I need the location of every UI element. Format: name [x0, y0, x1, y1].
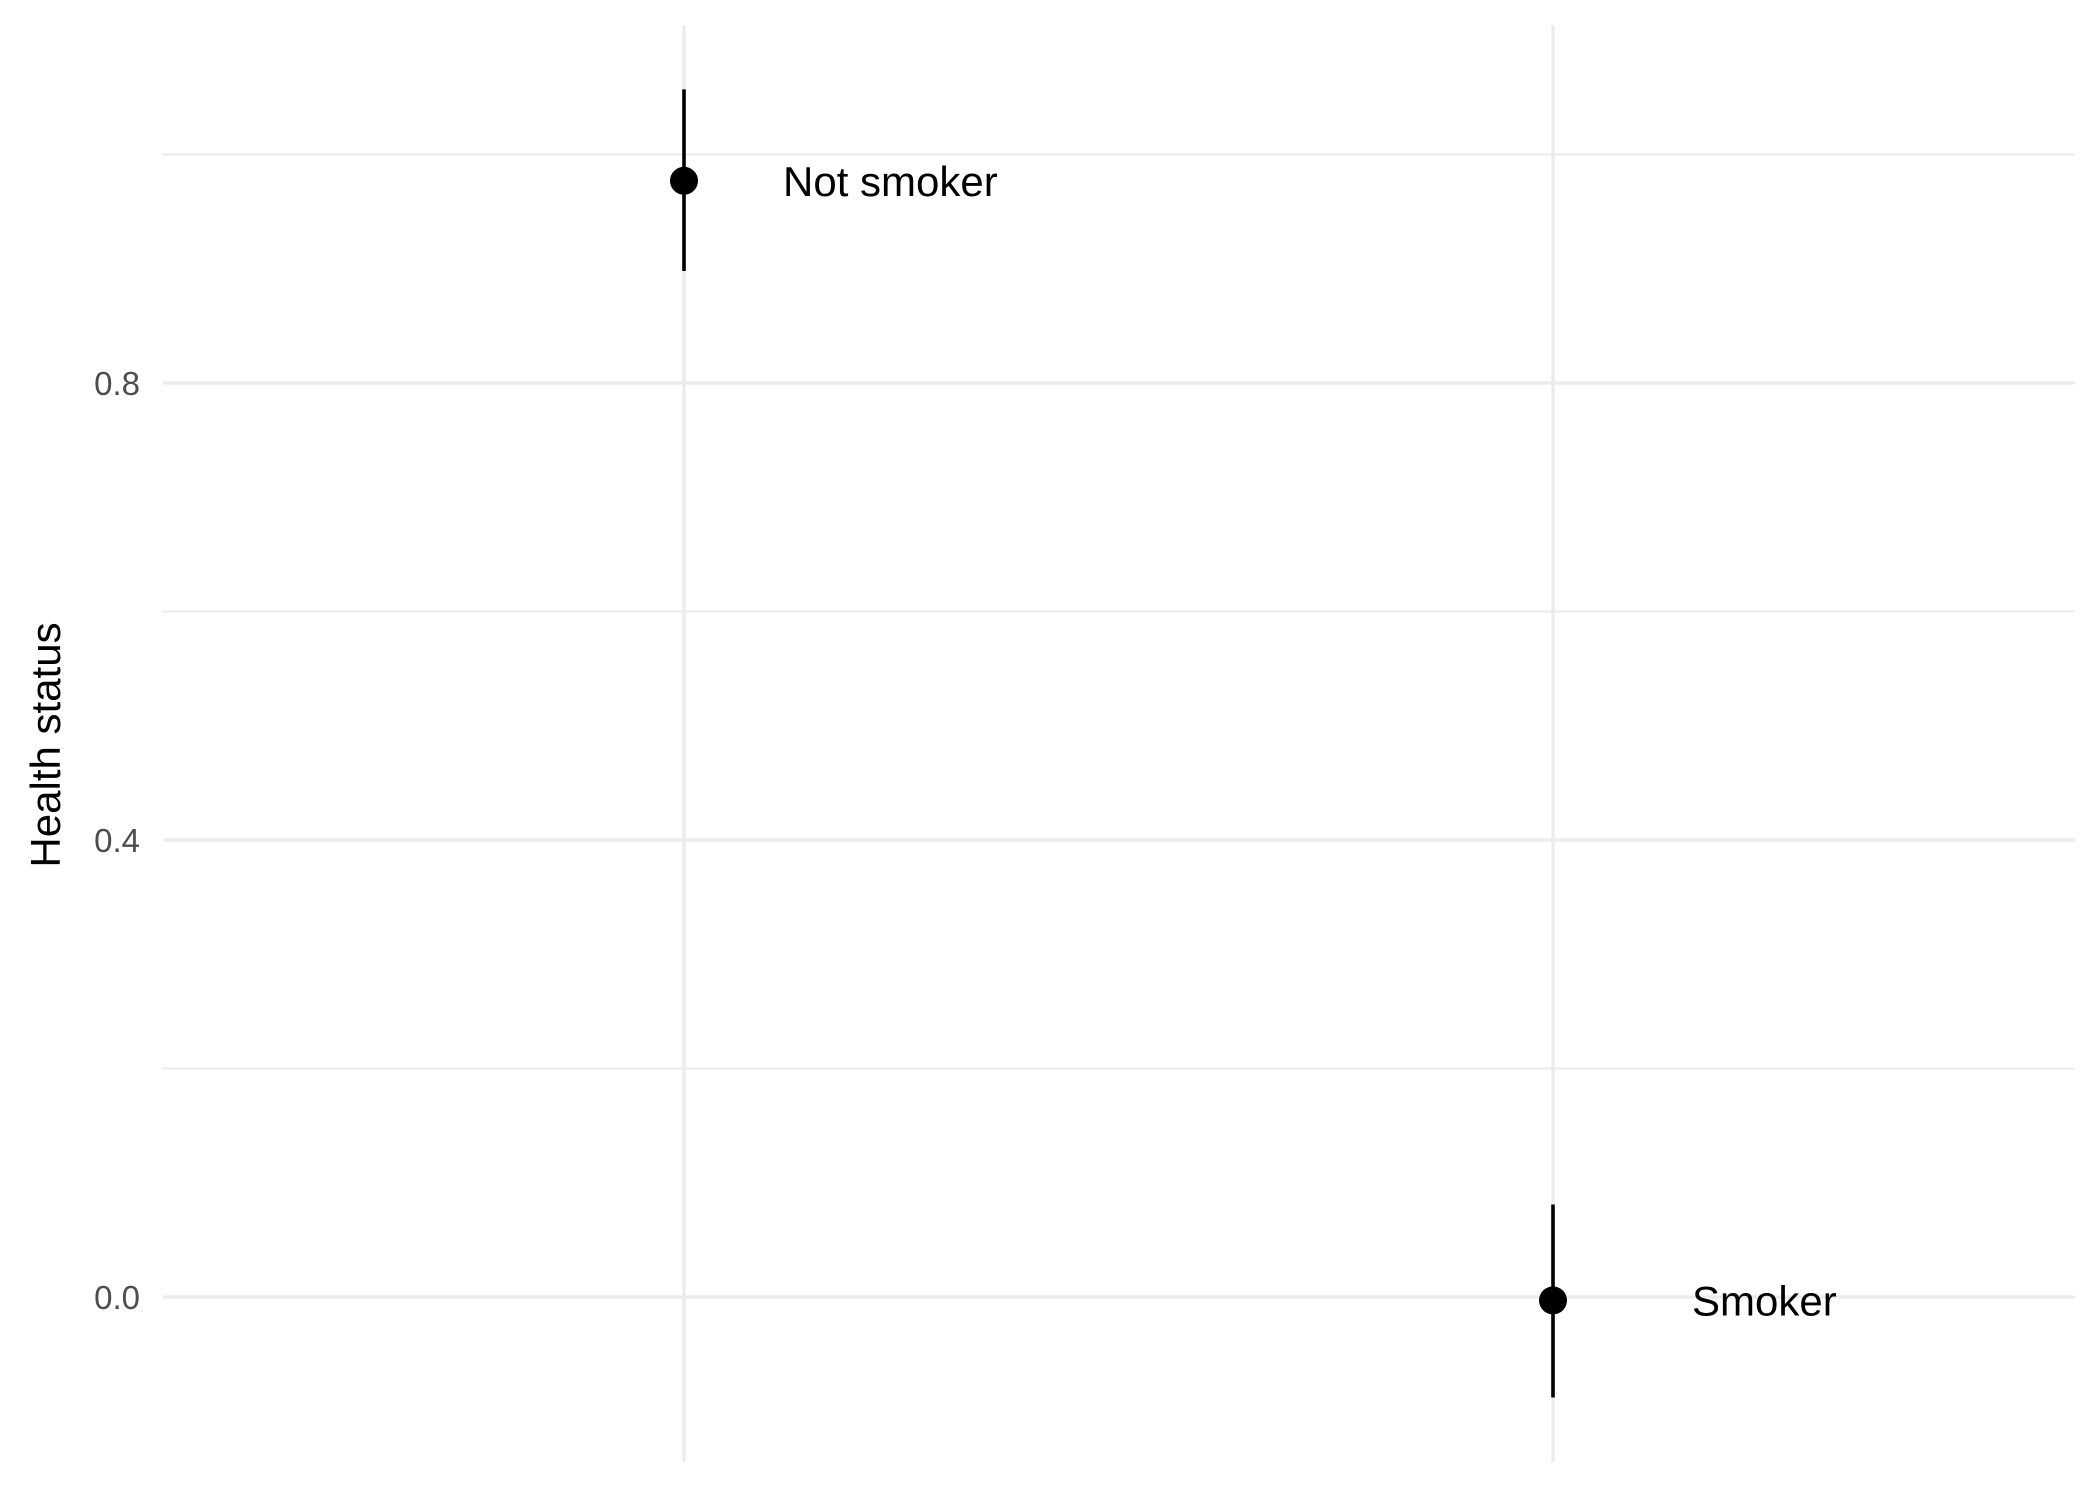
point-label-1: Smoker [1692, 1277, 1837, 1324]
point-label-0: Not smoker [783, 158, 998, 205]
y-axis-title: Health status [22, 622, 69, 867]
y-tick-label-0: 0.0 [94, 1279, 140, 1316]
point-1 [1539, 1286, 1567, 1315]
point-0 [670, 166, 698, 195]
grid-layer [163, 25, 2075, 1462]
y-tick-label-2: 0.8 [94, 365, 140, 402]
y-tick-labels: 0.0 0.4 0.8 [94, 365, 140, 1316]
y-tick-label-1: 0.4 [94, 822, 140, 859]
